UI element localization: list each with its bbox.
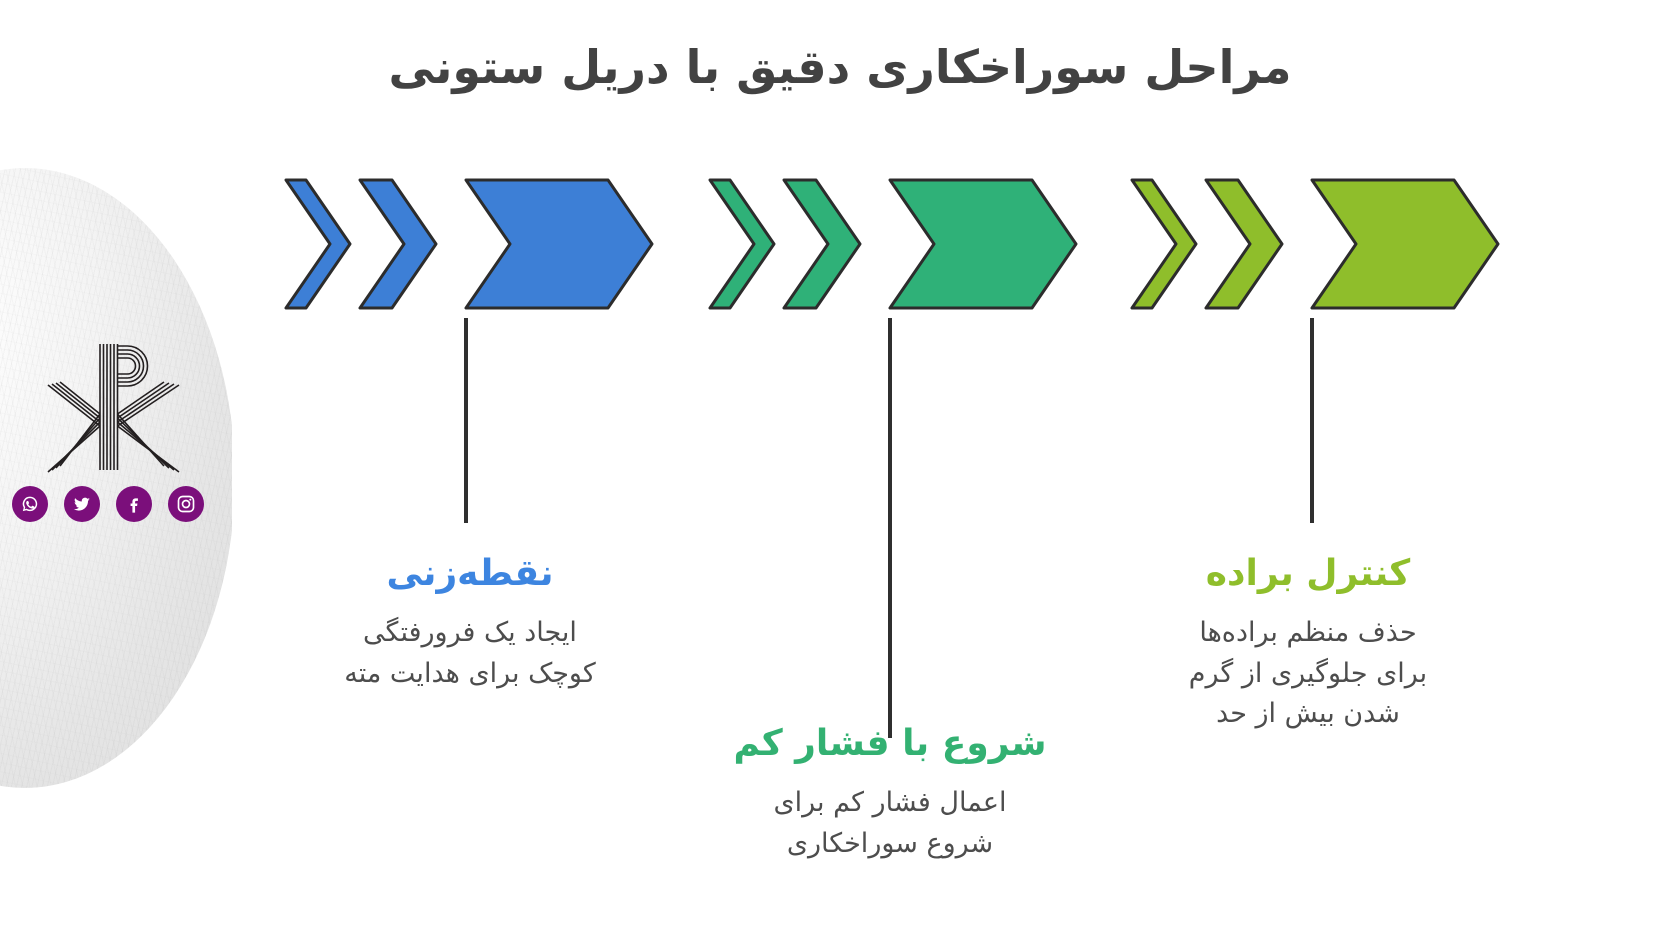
chevron-group-olive — [1130, 178, 1500, 310]
step-1-description: ایجاد یک فرورفتگی کوچک برای هدایت مته — [270, 613, 670, 694]
step-2-title: شروع با فشار کم — [733, 723, 1047, 764]
step-1-title: نقطه‌زنی — [386, 553, 554, 594]
chevron-band — [284, 178, 1500, 310]
connector-stem-2 — [888, 318, 892, 738]
kp-monogram-logo — [47, 344, 180, 473]
step-3-desc-line: برای جلوگیری از گرم — [1188, 657, 1428, 689]
watermark-panel — [0, 0, 232, 945]
social-links — [12, 486, 204, 522]
step-3-desc-line: حذف منظم براده‌ها — [1199, 617, 1417, 649]
page-title: مراحل سوراخکاری دقیق با دریل ستونی — [388, 39, 1292, 94]
connector-stem-3 — [1310, 318, 1314, 523]
step-block-2: شروع با فشار کم اعمال فشار کم برای شروع … — [690, 722, 1090, 864]
chevron-group-green — [708, 178, 1078, 310]
facebook-icon[interactable] — [116, 486, 152, 522]
twitter-icon[interactable] — [64, 486, 100, 522]
chevron-group-blue — [284, 178, 654, 310]
connector-stem-1 — [464, 318, 468, 523]
step-2-description: اعمال فشار کم برای شروع سوراخکاری — [690, 783, 1090, 864]
step-block-1: نقطه‌زنی ایجاد یک فرورفتگی کوچک برای هدا… — [270, 552, 670, 694]
step-2-desc-line: شروع سوراخکاری — [786, 827, 994, 859]
step-3-description: حذف منظم براده‌ها برای جلوگیری از گرم شد… — [1108, 613, 1508, 735]
step-3-desc-line: شدن بیش از حد — [1216, 698, 1400, 730]
step-1-desc-line: کوچک برای هدایت مته — [344, 657, 596, 689]
instagram-icon[interactable] — [168, 486, 204, 522]
step-2-desc-line: اعمال فشار کم برای — [773, 787, 1007, 819]
step-3-title: کنترل براده — [1205, 553, 1411, 594]
whatsapp-icon[interactable] — [12, 486, 48, 522]
step-1-desc-line: ایجاد یک فرورفتگی — [363, 617, 577, 649]
step-block-3: کنترل براده حذف منظم براده‌ها برای جلوگی… — [1108, 552, 1508, 735]
